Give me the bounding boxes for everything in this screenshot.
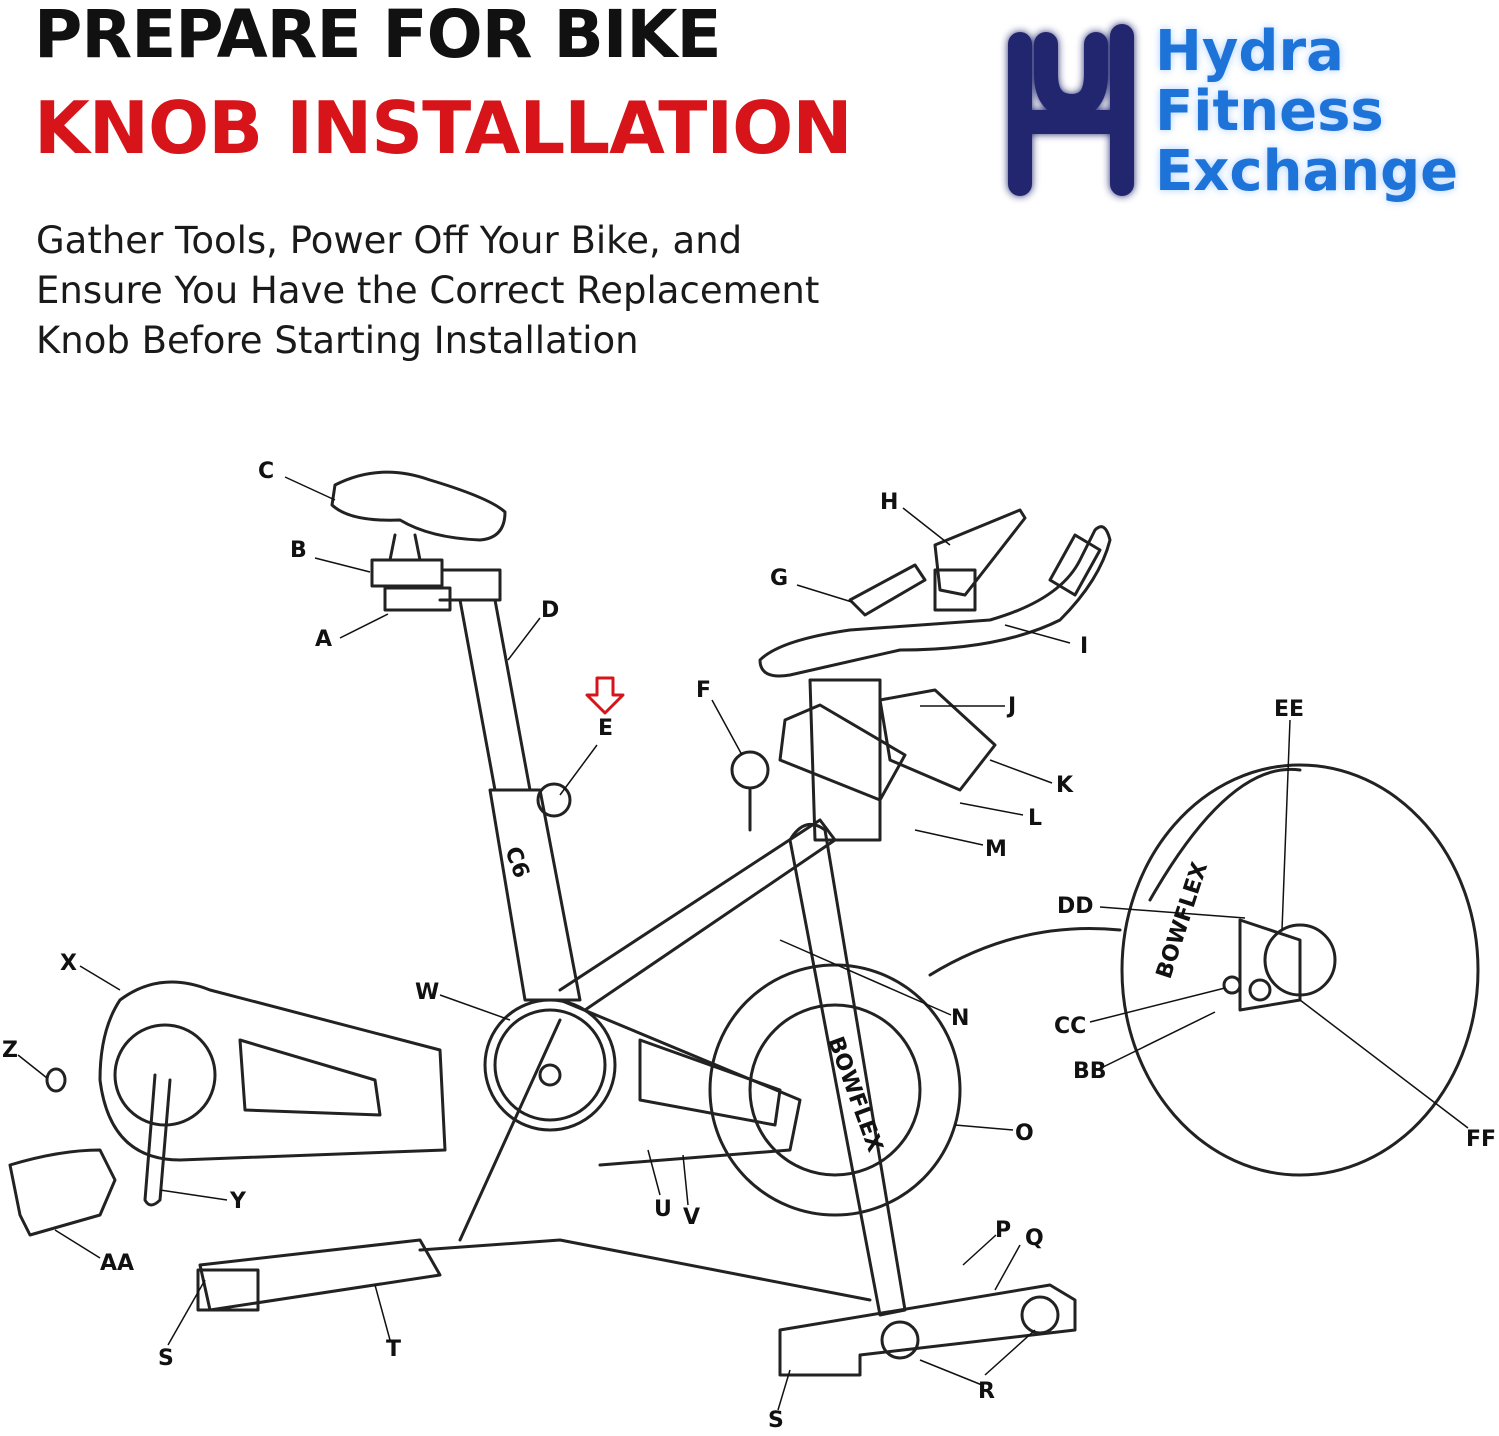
part-label-f: F (696, 678, 711, 703)
belt (558, 998, 802, 1167)
saddle (330, 470, 507, 542)
seat-slider (370, 558, 444, 588)
crank-arm (143, 1073, 172, 1207)
title-line-2: KNOB INSTALLATION (34, 86, 853, 170)
logo-word-exchange: Exchange (1155, 139, 1459, 204)
pedal (8, 1148, 117, 1237)
seat-knob (536, 782, 572, 818)
detail-callout-pointer (928, 926, 1122, 977)
part-label-n: N (951, 1006, 969, 1031)
frame-brand-text: BOWFLEX (822, 1034, 887, 1156)
part-label-q: Q (1025, 1226, 1044, 1251)
title-line-1: PREPARE FOR BIKE (34, 0, 722, 73)
part-label-d: D (541, 598, 559, 623)
part-label-e: E (598, 716, 613, 741)
hydra-logo-mark (1008, 24, 1134, 196)
part-label-s-rear: S (158, 1346, 174, 1371)
part-label-u: U (654, 1197, 672, 1222)
rear-stabilizer (198, 1238, 442, 1312)
front-stabilizer (778, 1283, 1077, 1377)
chainring (483, 998, 617, 1132)
part-label-aa: AA (100, 1251, 134, 1276)
part-label-i: I (1080, 634, 1088, 659)
part-label-v: V (683, 1205, 700, 1230)
part-label-j: J (1006, 694, 1016, 719)
inset-brand-text: BOWFLEX (1152, 859, 1213, 982)
instructions-line-3: Knob Before Starting Installation (36, 319, 639, 362)
part-label-r: R (978, 1379, 995, 1404)
part-label-z: Z (2, 1038, 18, 1063)
chain-cover (98, 980, 447, 1162)
armrest-left (778, 703, 907, 802)
part-label-c: C (258, 459, 274, 484)
part-label-p: P (995, 1218, 1011, 1243)
detail-inset (1120, 763, 1480, 1177)
part-label-a: A (315, 627, 332, 652)
logo-word-hydra: Hydra (1155, 19, 1344, 84)
part-label-l: L (1028, 806, 1042, 831)
console (933, 508, 1027, 597)
bike-parts-diagram: BOWFLEX BOWFLEX C6 (2, 459, 1496, 1433)
part-label-h: H (880, 490, 898, 515)
seat-post (458, 598, 532, 792)
part-label-ff: FF (1466, 1127, 1496, 1152)
part-label-y: Y (229, 1189, 247, 1214)
part-label-cc: CC (1054, 1014, 1086, 1039)
part-label-m: M (985, 837, 1007, 862)
part-label-x: X (60, 951, 77, 976)
logo-word-fitness: Fitness (1155, 79, 1384, 144)
part-label-k: K (1056, 773, 1074, 798)
part-label-w: W (415, 980, 439, 1005)
part-label-b: B (290, 538, 307, 563)
instructions-line-2: Ensure You Have the Correct Replacement (36, 269, 820, 312)
handlebar (758, 525, 1112, 678)
instructions-text: Gather Tools, Power Off Your Bike, and E… (36, 216, 936, 366)
part-label-t: T (386, 1337, 401, 1362)
seat-tube (488, 788, 582, 1002)
part-label-dd: DD (1057, 894, 1094, 919)
highlight-arrow-icon (585, 676, 625, 715)
part-label-bb: BB (1073, 1059, 1107, 1084)
armrest-right (878, 688, 997, 792)
flywheel (708, 963, 962, 1217)
part-label-g: G (770, 566, 788, 591)
part-label-s-front: S (768, 1408, 784, 1433)
part-label-o: O (1015, 1121, 1034, 1146)
part-label-ee: EE (1274, 697, 1304, 722)
front-upright (788, 822, 907, 1317)
instructions-line-1: Gather Tools, Power Off Your Bike, and (36, 219, 743, 262)
